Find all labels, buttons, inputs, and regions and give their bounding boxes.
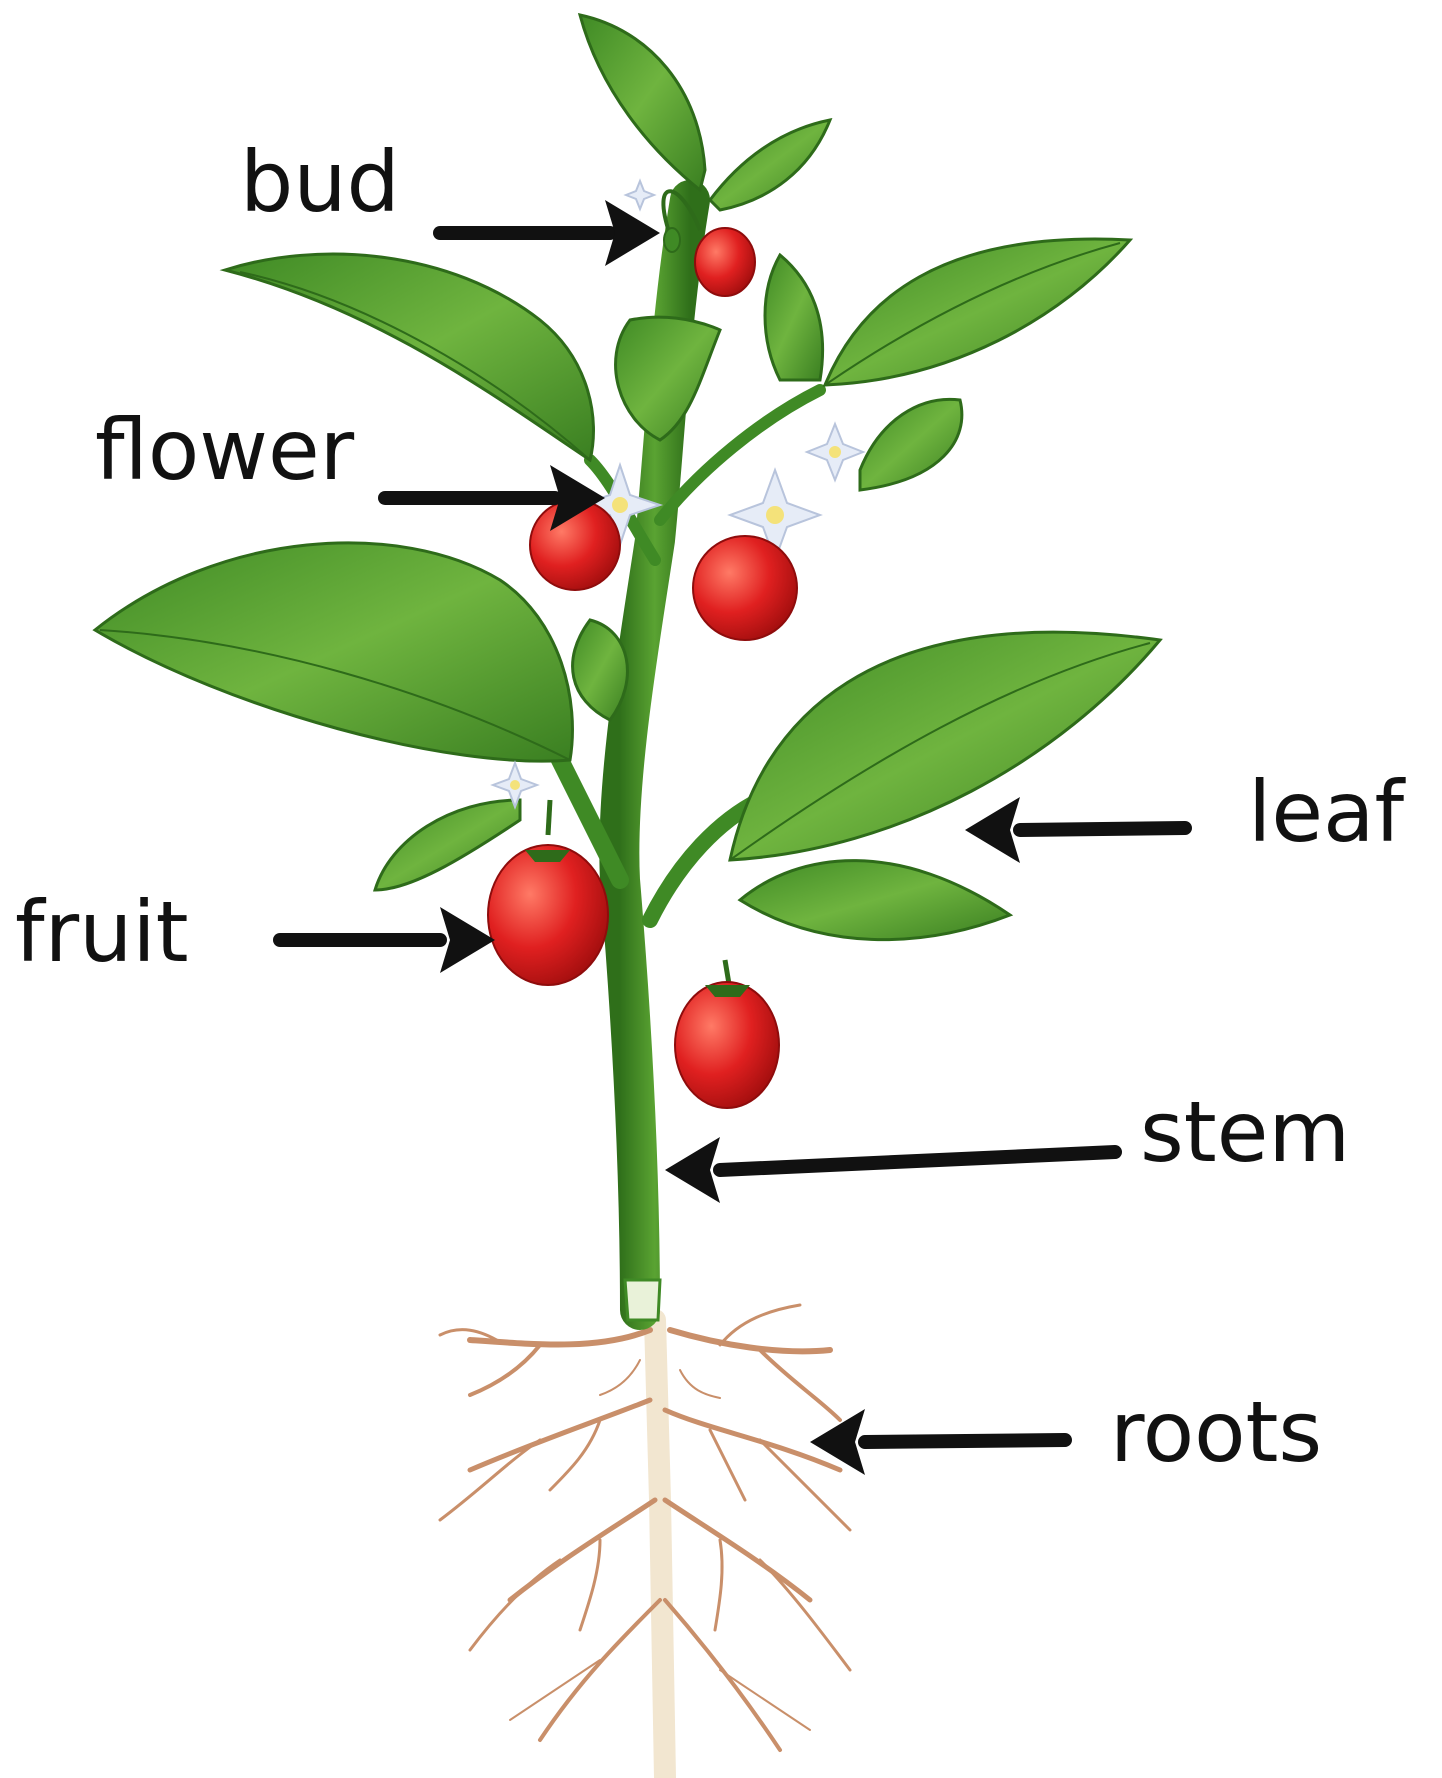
root-branch — [670, 1330, 830, 1351]
label-flower: flower — [95, 408, 354, 492]
root-branch — [470, 1330, 650, 1344]
bud-flower — [626, 181, 654, 209]
leaf — [825, 239, 1130, 385]
root-branch — [510, 1660, 600, 1720]
flower — [807, 424, 863, 480]
root-branch — [760, 1350, 840, 1420]
fruit — [488, 845, 608, 985]
fruit — [675, 982, 779, 1108]
root-branch — [680, 1370, 720, 1398]
leaf-arrow-head — [965, 797, 1020, 863]
root-branch — [470, 1345, 540, 1395]
leaf — [860, 399, 962, 490]
taproot — [655, 1320, 665, 1778]
root-branch — [580, 1540, 600, 1630]
label-stem: stem — [1140, 1090, 1350, 1174]
root-branch — [665, 1600, 780, 1750]
roots-group — [440, 1305, 850, 1778]
root-branch — [600, 1360, 640, 1395]
fruit-arrow-head — [440, 907, 495, 973]
fruit — [693, 536, 797, 640]
leaf — [740, 861, 1010, 940]
label-fruit: fruit — [15, 890, 189, 974]
root-branch — [720, 1670, 810, 1730]
root-branch — [540, 1600, 660, 1740]
leaf-arrow — [1020, 828, 1185, 830]
label-roots: roots — [1110, 1390, 1322, 1474]
stem-arrow — [720, 1152, 1115, 1170]
leaf — [580, 15, 705, 190]
root-branch — [760, 1560, 850, 1670]
root-branch — [715, 1540, 722, 1630]
root-branch — [665, 1500, 810, 1600]
root-branch — [470, 1400, 650, 1470]
root-branch — [720, 1305, 800, 1345]
label-leaf: leaf — [1248, 770, 1404, 854]
root-branch — [440, 1440, 540, 1520]
label-bud: bud — [240, 140, 400, 224]
fruit-stalk — [548, 800, 550, 835]
leaf — [616, 317, 720, 440]
roots-arrow — [865, 1440, 1065, 1442]
stem-arrow-head — [665, 1137, 720, 1203]
fruit — [695, 228, 755, 296]
leaf — [573, 620, 628, 720]
stem-base — [625, 1280, 660, 1320]
leaf — [765, 255, 823, 380]
root-branch — [710, 1430, 745, 1500]
leaf — [710, 120, 830, 210]
root-branch — [510, 1500, 655, 1600]
